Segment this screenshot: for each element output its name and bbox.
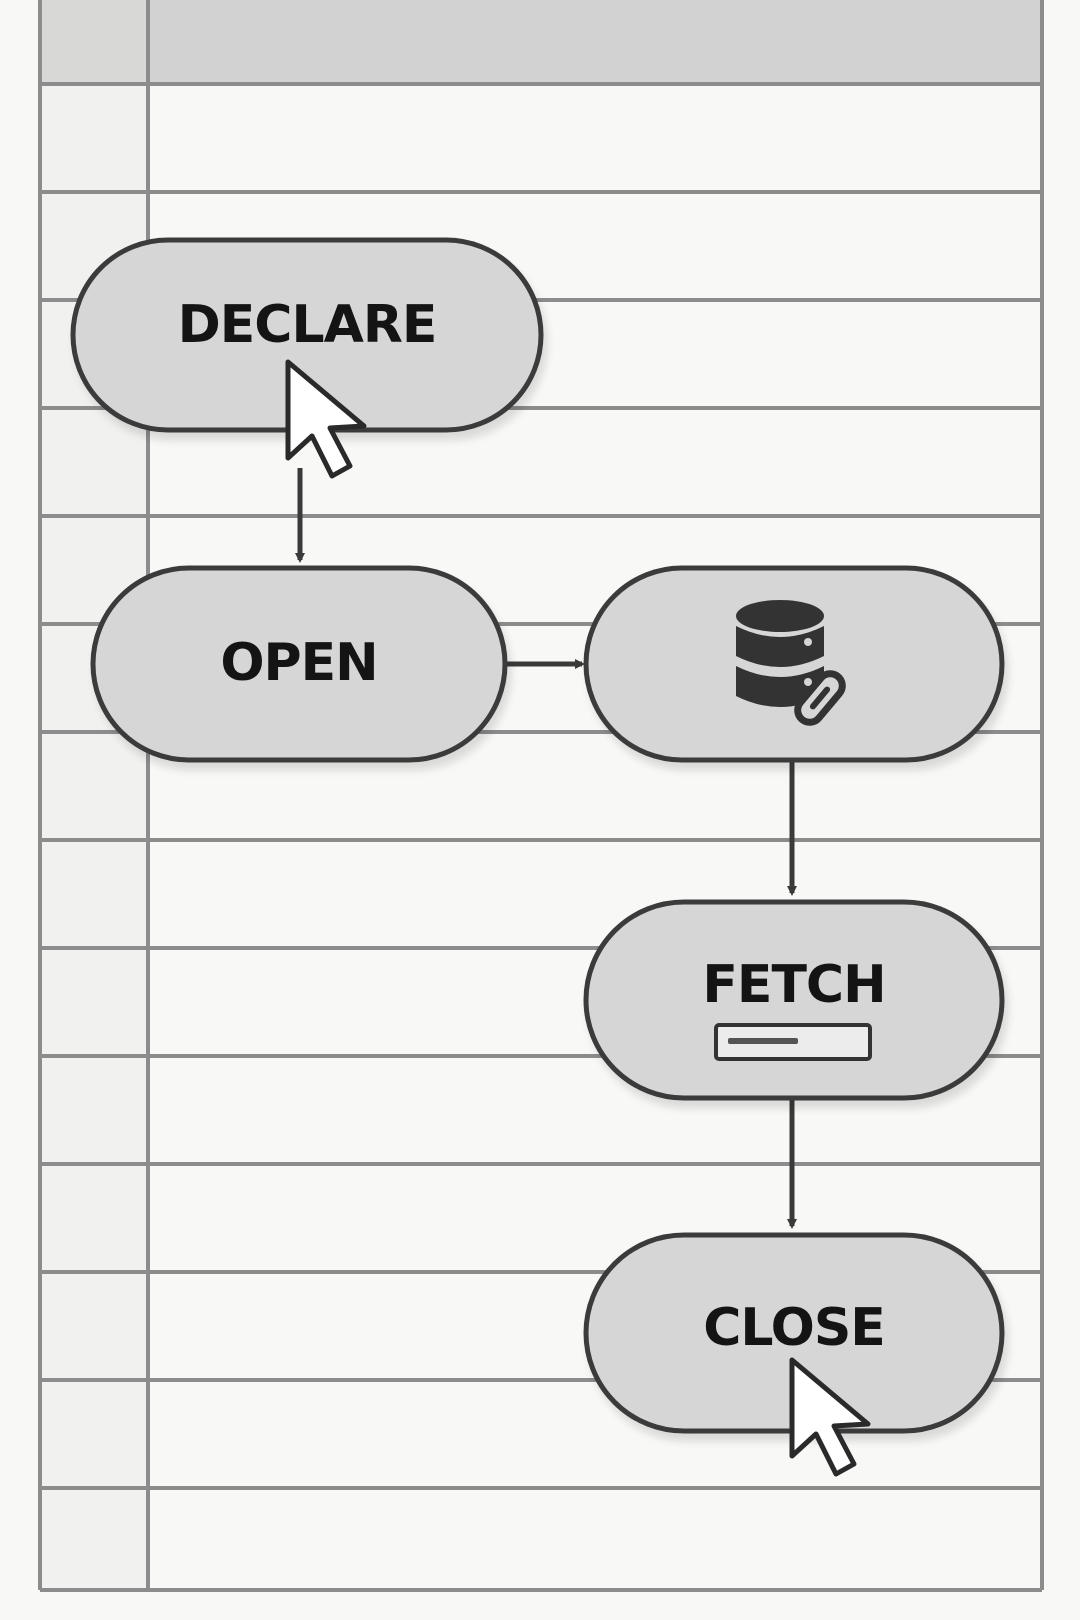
node-fetch[interactable] — [583, 899, 1005, 1101]
fetch-label: FETCH — [702, 955, 886, 1015]
open-label: OPEN — [220, 633, 378, 693]
pointer-cursor-icon — [285, 359, 367, 479]
declare-label: DECLARE — [177, 295, 438, 355]
input-bar-icon — [714, 1023, 872, 1061]
node-open[interactable] — [90, 565, 508, 763]
database-link-icon — [736, 600, 846, 726]
row-header-column — [40, 0, 148, 1590]
pointer-cursor-icon — [789, 1357, 871, 1477]
header-row — [40, 0, 1042, 84]
close-label: CLOSE — [703, 1298, 886, 1358]
connectors — [295, 468, 797, 1229]
